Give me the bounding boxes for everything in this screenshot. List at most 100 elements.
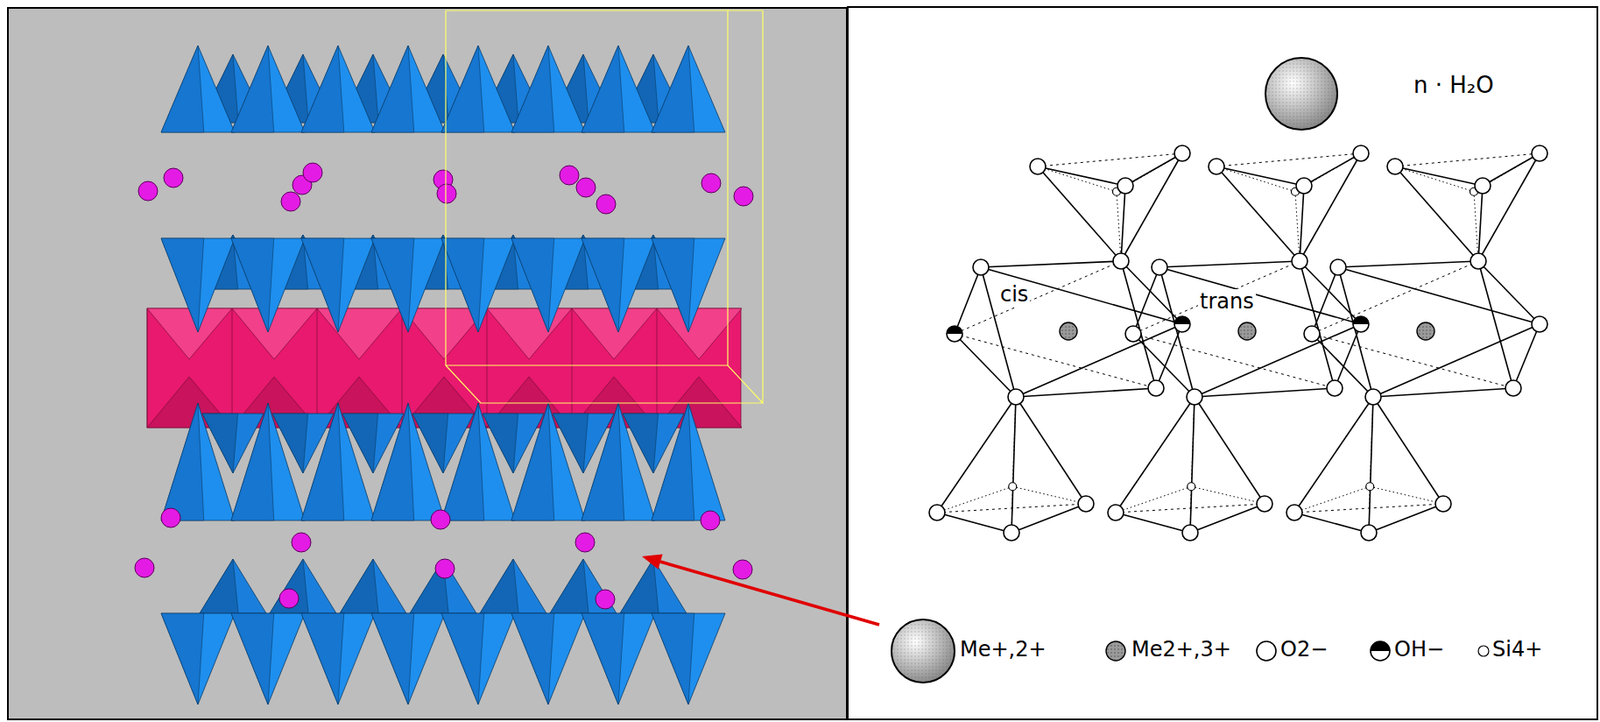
bond-line [1115, 396, 1195, 513]
bond-line [1294, 396, 1374, 513]
bond-line [1311, 333, 1374, 397]
cation-sphere [435, 558, 455, 578]
bond-line [1473, 191, 1479, 261]
silica-tetrahedron [511, 402, 586, 521]
silica-tetrahedron [581, 238, 656, 332]
cation-sphere [575, 532, 595, 552]
tetrahedron-face [441, 613, 485, 705]
octahedron-face [317, 308, 402, 360]
bond-line [1015, 387, 1156, 397]
oxygen-atom [1107, 504, 1124, 521]
cation-sphere [576, 177, 596, 198]
oxygen-atom [1296, 177, 1312, 194]
tetrahedron-face [581, 402, 625, 521]
oxygen-atom [1208, 158, 1225, 175]
oxygen-atom [1303, 325, 1320, 342]
oxygen-atom [1174, 145, 1191, 162]
silica-tetrahedron [511, 613, 586, 705]
pointer-arrow [660, 561, 880, 625]
silica-tetrahedron [651, 613, 726, 705]
bond-line [1012, 486, 1086, 504]
cation-sphere [291, 532, 311, 552]
bond-line [1478, 185, 1483, 261]
bond-line [1194, 396, 1265, 504]
bond-line [1513, 324, 1540, 388]
oxygen-atom [972, 259, 989, 275]
octahedral-band [147, 308, 741, 428]
bond-line [1311, 267, 1339, 334]
tetrahedron-face [371, 45, 415, 133]
tetrahedron-face [301, 238, 345, 332]
bond-line [1373, 324, 1540, 397]
silica-tetrahedron [371, 613, 445, 705]
oxygen-atom [1113, 253, 1129, 269]
tetrahedron-face [339, 558, 379, 614]
cation-sphere [701, 173, 721, 193]
silica-tetrahedron [301, 402, 375, 521]
tetrahedron-face [231, 402, 275, 521]
tetrahedron-face [651, 45, 695, 133]
oxygen-atom [1078, 495, 1094, 512]
octahedral-cation [1238, 322, 1256, 340]
legend-swatches [891, 619, 1489, 683]
bond-line [1037, 153, 1183, 167]
bond-line [1368, 503, 1444, 533]
oxygen-atom [1326, 380, 1343, 396]
tetrahedron-face [161, 402, 205, 521]
tetrahedron-face [231, 613, 275, 705]
silica-tetrahedron [441, 238, 515, 332]
octahedron-edge [317, 308, 318, 428]
bond-line [1116, 191, 1121, 261]
bond-line [1338, 267, 1540, 325]
silica-tetrahedron [161, 402, 235, 521]
tetrahedron-face [371, 613, 415, 705]
bond-line [1478, 153, 1540, 261]
tetrahedron-face [511, 238, 555, 332]
site-label: trans [1198, 288, 1256, 314]
sphere-texture [1267, 59, 1336, 128]
bond-line [1159, 260, 1300, 268]
legend-item: Me+,2+ [959, 636, 1047, 663]
tetrahedron-face [511, 402, 555, 521]
silica-tetrahedron [479, 558, 547, 614]
oxygen-atom [1353, 145, 1369, 162]
oxygen-atom [1531, 316, 1548, 332]
bond-line [937, 396, 1016, 513]
tetrahedron-face [651, 402, 695, 521]
tetrahedron-face [199, 558, 239, 614]
bond-line [1299, 185, 1304, 261]
oxygen-atom [1291, 253, 1308, 269]
oxygen-atom [1151, 259, 1168, 275]
silica-tetrahedron [371, 45, 445, 133]
bonds [937, 153, 1540, 533]
cation-sphere [161, 507, 181, 528]
metal-atom [1106, 641, 1126, 661]
tetrahedron-face [161, 613, 205, 705]
cation-texture [1060, 323, 1077, 339]
bond-line [1294, 486, 1370, 513]
bond-line [1120, 153, 1183, 261]
oxygen-atom [1256, 641, 1276, 661]
cation-sphere [134, 557, 155, 578]
silica-tetrahedron [441, 402, 515, 521]
tetrahedron-face [269, 558, 309, 614]
bond-line [1338, 260, 1479, 268]
tetrahedron-face [651, 238, 695, 332]
bond-line [1194, 324, 1361, 397]
silica-tetrahedron [409, 558, 477, 614]
silica-tetrahedron [231, 402, 305, 521]
tetrahedron-face [581, 45, 625, 133]
silicon-atom [1008, 482, 1017, 491]
oxygen-atom [1330, 259, 1347, 275]
bond-line [1338, 267, 1374, 397]
bond-line [1012, 396, 1016, 487]
bond-line [1194, 387, 1335, 397]
oxygen-atom [1117, 177, 1134, 194]
silica-tetrahedron [581, 402, 656, 521]
bond-line [954, 333, 1016, 397]
bond-line [1191, 486, 1265, 504]
atoms [929, 145, 1548, 541]
oxygen-atom [1007, 388, 1024, 405]
bond-line [1368, 396, 1374, 533]
oxygen-atom [1256, 495, 1273, 512]
